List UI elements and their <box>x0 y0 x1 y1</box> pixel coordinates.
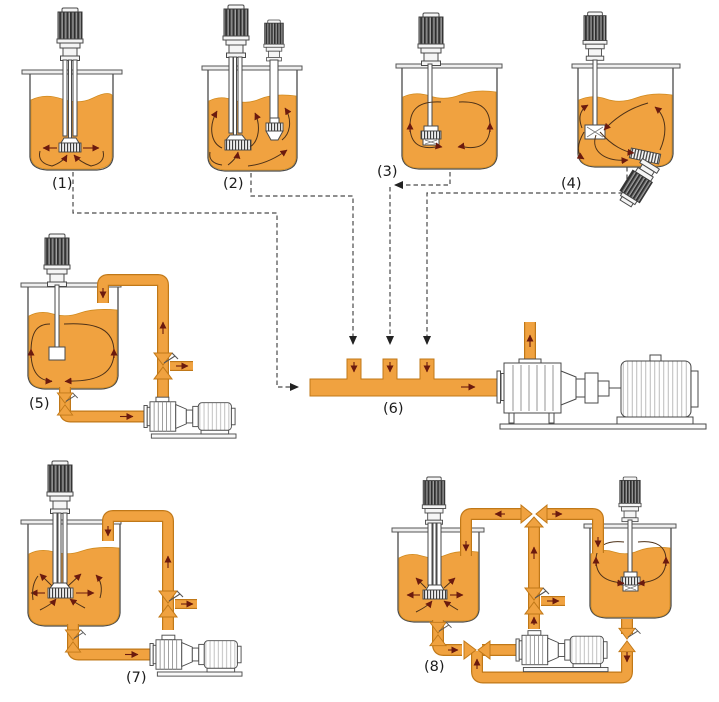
pump-6-motor <box>620 360 692 418</box>
mixer-shaft-7 <box>52 512 68 586</box>
mixer-motor-3 <box>417 12 445 66</box>
mixer-motor-1 <box>56 7 84 61</box>
pump-7 <box>149 634 243 677</box>
tank-3-lid <box>395 63 503 69</box>
collection-manifold <box>309 358 498 397</box>
dashed-line-tank2-to-stub1 <box>250 173 357 345</box>
label-config-8: (8) <box>424 659 445 675</box>
agitator-motor-5 <box>43 233 71 287</box>
label-config-1: (1) <box>52 176 73 192</box>
right-drain-valve-8 <box>618 627 641 653</box>
agitator-impeller-5 <box>48 346 66 361</box>
rotor-stator-head-7 <box>47 582 74 599</box>
tank-2-lid <box>201 65 303 71</box>
config-3: (3) <box>377 12 503 180</box>
circulation-loops-3 <box>406 101 494 150</box>
pump-5 <box>143 396 237 439</box>
mixer-shaft-3 <box>427 63 433 127</box>
tank-2 <box>201 65 303 172</box>
rotor-stator-head-8b <box>620 571 641 592</box>
flow-arrows-piping-5 <box>99 288 189 420</box>
agitator-paddle-4 <box>584 124 606 140</box>
manifold-flow-arrows <box>350 362 476 391</box>
label-config-3: (3) <box>377 164 398 180</box>
mixer-shaft-8a <box>427 522 442 588</box>
agitator-motor-4 <box>582 11 608 61</box>
manifold-outlet-flange <box>496 370 501 404</box>
mixer-motor-8b <box>618 476 642 523</box>
circulation-loops-8b <box>592 541 670 587</box>
tank-4 <box>571 63 681 168</box>
config-8: (8) <box>391 476 677 684</box>
config-4: (4) <box>561 11 681 208</box>
tank-5 <box>20 282 122 390</box>
config-2: (2) <box>201 4 303 192</box>
label-config-5: (5) <box>29 396 50 412</box>
mixer-motor-8a <box>421 476 447 525</box>
config-7: (7) <box>20 460 243 686</box>
label-config-7: (7) <box>126 670 147 686</box>
pump-6-baseplate <box>499 423 707 430</box>
flow-arrows-2 <box>209 107 292 167</box>
mixer-motor-2b <box>263 19 285 62</box>
aux-mixer-head-2b <box>265 117 284 141</box>
top-junction-valve-8 <box>520 503 548 528</box>
flow-arrows-8a <box>406 577 464 613</box>
mixer-motor-2a <box>222 4 250 58</box>
motor-lug <box>649 354 662 362</box>
flow-arrows-1 <box>39 144 104 167</box>
tank-3 <box>395 63 503 170</box>
mixer-shaft-8b <box>627 519 633 575</box>
recirculation-piping-7 <box>67 510 197 661</box>
mixer-shaft-2a <box>228 56 243 136</box>
flow-arrows-4 <box>576 102 666 165</box>
agitator-shaft-4 <box>592 59 598 126</box>
label-config-4: (4) <box>561 176 582 192</box>
flow-arrows-piping-8 <box>448 510 631 669</box>
mixer-motor-7 <box>46 460 74 514</box>
tank-4-lid <box>571 63 681 69</box>
circulation-loops-5 <box>27 323 118 385</box>
rotor-stator-head-8a <box>422 584 448 600</box>
rotor-stator-head-1 <box>58 137 82 153</box>
pump-8 <box>515 630 609 673</box>
rotor-stator-head-2a <box>224 134 252 151</box>
aux-mixer-shaft-2b <box>269 59 279 119</box>
pump-6-outlet-riser <box>518 322 542 364</box>
mixer-shaft-1 <box>62 59 78 139</box>
config-6: (6) <box>309 322 707 430</box>
dashed-line-tank3-corner <box>394 172 451 189</box>
config-5: (5) <box>20 233 237 439</box>
bottom-junction-valve-8 <box>463 640 491 660</box>
dashed-transfer-lines <box>72 167 628 391</box>
dashed-line-tank4-to-stub3 <box>423 167 628 345</box>
label-config-6: (6) <box>383 401 404 417</box>
flow-arrows-piping-7 <box>104 526 194 658</box>
pump-6 <box>499 354 707 430</box>
agitator-shaft-5 <box>54 284 60 348</box>
rotor-stator-head-3 <box>420 125 442 146</box>
transfer-piping-8 <box>432 508 633 684</box>
label-config-2: (2) <box>223 176 244 192</box>
flow-arrows-7 <box>30 573 103 611</box>
config-1: (1) <box>21 7 123 192</box>
